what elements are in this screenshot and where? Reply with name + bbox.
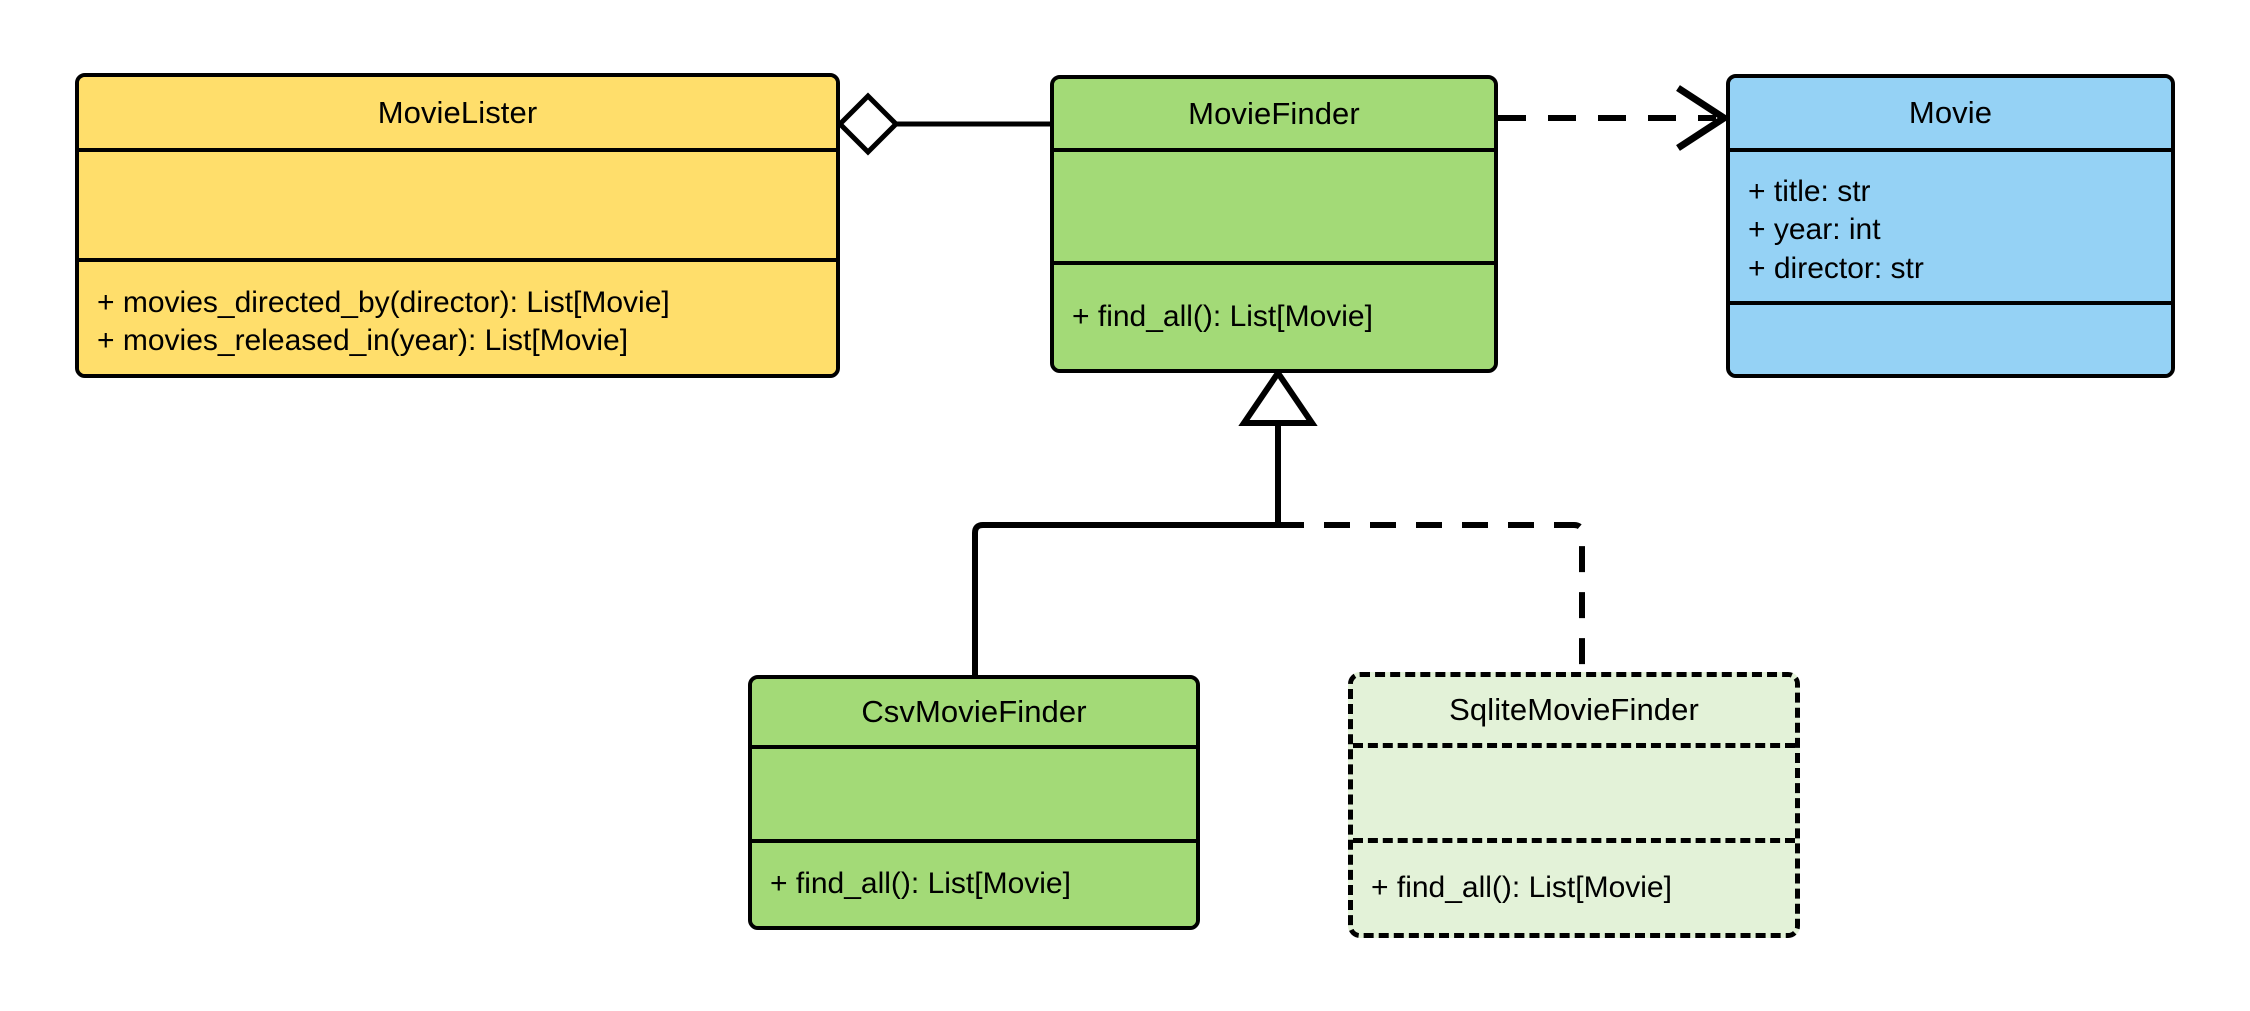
method-item: + find_all(): List[Movie]	[770, 867, 1071, 901]
class-name-sqlite-movie-finder: SqliteMovieFinder	[1353, 677, 1795, 743]
class-box-csv-movie-finder[interactable]: CsvMovieFinder + find_all(): List[Movie]	[748, 675, 1200, 930]
class-box-movie-lister[interactable]: MovieLister + movies_directed_by(directo…	[75, 73, 840, 378]
attributes-compartment-sqlite-movie-finder	[1353, 743, 1795, 838]
class-name-movie: Movie	[1730, 78, 2171, 148]
attributes-compartment-movie: + title: str + year: int + director: str	[1730, 148, 2171, 301]
class-name-movie-finder: MovieFinder	[1054, 79, 1494, 148]
class-name-csv-movie-finder: CsvMovieFinder	[752, 679, 1196, 745]
methods-compartment-csv-movie-finder: + find_all(): List[Movie]	[752, 839, 1196, 926]
hollow-triangle-marker	[1238, 367, 1318, 426]
generalization-branch-dashed	[1278, 522, 1585, 672]
attribute-item: + director: str	[1748, 251, 1924, 285]
methods-compartment-movie	[1730, 301, 2171, 374]
method-item: + movies_released_in(year): List[Movie]	[97, 324, 629, 357]
attributes-compartment-movie-finder	[1054, 148, 1494, 261]
class-box-sqlite-movie-finder[interactable]: SqliteMovieFinder + find_all(): List[Mov…	[1348, 672, 1800, 938]
class-box-movie-finder[interactable]: MovieFinder + find_all(): List[Movie]	[1050, 75, 1498, 373]
attribute-item: + year: int	[1748, 213, 1881, 247]
attributes-compartment-movie-lister	[79, 148, 836, 258]
methods-compartment-movie-lister: + movies_directed_by(director): List[Mov…	[79, 258, 836, 374]
edge-dependency-finder-movie[interactable]	[1498, 85, 1731, 151]
class-name-movie-lister: MovieLister	[79, 77, 836, 148]
edge-generalization-trunk[interactable]	[1238, 367, 1318, 525]
method-item: + find_all(): List[Movie]	[1072, 299, 1373, 333]
edge-generalization-sqlite-finder[interactable]	[1278, 522, 1585, 672]
generalization-branch-solid	[972, 522, 1278, 675]
class-box-movie[interactable]: Movie + title: str + year: int + directo…	[1726, 74, 2175, 378]
methods-compartment-movie-finder: + find_all(): List[Movie]	[1054, 261, 1494, 369]
open-arrowhead-marker	[1676, 85, 1731, 151]
methods-compartment-sqlite-movie-finder: + find_all(): List[Movie]	[1353, 838, 1795, 933]
edge-aggregation-lister-finder[interactable]	[836, 92, 1050, 156]
method-item: + movies_directed_by(director): List[Mov…	[97, 285, 670, 319]
hollow-diamond-marker	[836, 92, 900, 156]
method-item: + find_all(): List[Movie]	[1371, 870, 1672, 904]
attribute-item: + title: str	[1748, 174, 1871, 208]
attributes-compartment-csv-movie-finder	[752, 745, 1196, 839]
edge-generalization-csv-finder[interactable]	[972, 522, 1278, 675]
